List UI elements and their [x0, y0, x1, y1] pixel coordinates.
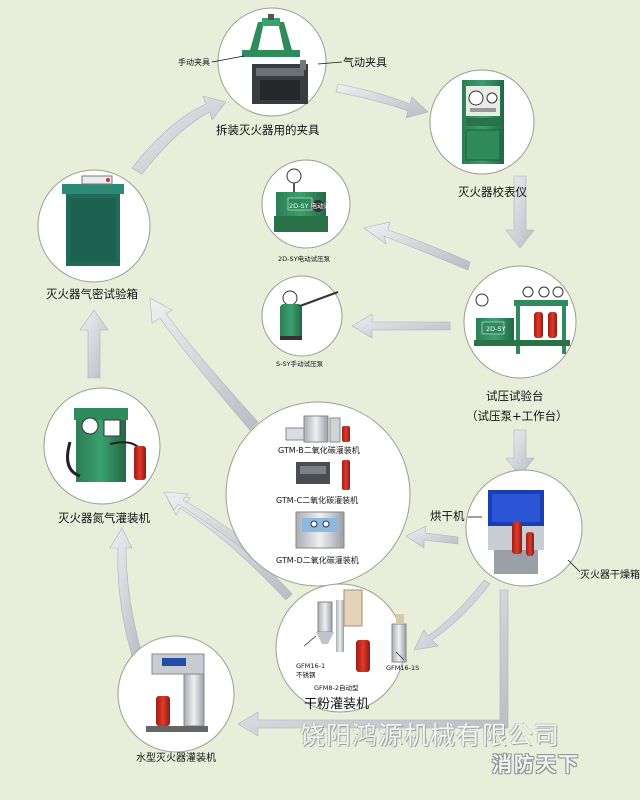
powder-filler-title: 干粉灌装机 — [304, 697, 370, 712]
manual-clamp-machine — [242, 14, 300, 57]
company-watermark: 饶阳鸿源机械有限公司 — [300, 721, 561, 750]
manual-pump-label: S-SY手动试压泵 — [276, 360, 324, 368]
node-pressure-bench — [463, 265, 577, 379]
node-co2-fillers — [225, 401, 411, 587]
arrow-co2-to-airtight — [149, 297, 259, 431]
powder-sub-bottom: GFM8-2自动型 — [314, 684, 359, 692]
arrow-water-to-nitrogen — [109, 527, 143, 657]
node-dryer — [465, 469, 583, 587]
node-electric-pump — [261, 159, 351, 249]
nitrogen-filler-title: 灭火器氮气灌装机 — [58, 511, 150, 525]
clamps-title: 拆装灭火器用的夹具 — [216, 123, 320, 137]
pressure-bench-plate: 2D-SY — [486, 325, 506, 333]
node-water-filler — [117, 635, 235, 753]
pneumatic-clamp-label: 气动夹具 — [343, 56, 387, 69]
arrow-nitrogen-to-airtight — [79, 309, 109, 379]
co2-filler-d-label: GTM-D二氧化碳灌装机 — [276, 556, 359, 565]
electric-pump-plate: 2D-SY 电动试压泵 — [289, 202, 344, 210]
pneumatic-clamp-machine — [252, 60, 308, 104]
flow-arrows — [79, 83, 535, 737]
airtight-box-title: 灭火器气密试验箱 — [46, 287, 138, 301]
node-airtight-box — [37, 169, 151, 283]
arrow-clamps-to-calibrator — [335, 83, 429, 119]
node-manual-pump — [261, 275, 343, 357]
node-powder-filler — [275, 583, 407, 713]
dryer-side-label: 烘干机 — [430, 509, 465, 523]
node-clamps — [211, 7, 343, 117]
arrow-dryer-to-co2 — [405, 525, 459, 549]
slogan-watermark: 消防天下 — [492, 752, 580, 776]
water-filler-title: 水型灭火器灌装机 — [136, 753, 216, 764]
dryer-title: 灭火器干燥箱 — [580, 570, 640, 581]
pressure-bench-title: 试压试验台 — [486, 389, 544, 403]
co2-filler-b-label: GTM-B二氧化碳灌装机 — [278, 446, 360, 455]
calibrator-title: 灭火器校表仪 — [458, 185, 527, 199]
powder-sub-right: GFM16-1S — [386, 664, 420, 672]
powder-sub-left-2: 不锈钢 — [296, 671, 316, 679]
electric-pump-label: 2D-SY电动试压泵 — [278, 255, 331, 263]
arrow-bench-to-dryer — [505, 429, 535, 477]
pressure-bench-subtitle: （试压泵+工作台） — [466, 409, 568, 423]
node-nitrogen-filler — [43, 387, 161, 505]
arrow-calibrator-down — [505, 175, 535, 249]
arrow-return-line — [237, 589, 509, 737]
arrow-bench-to-manual-pump — [351, 313, 451, 339]
powder-sub-left-1: GFM16-1 — [296, 662, 326, 670]
node-calibrator — [429, 69, 535, 175]
arrow-bench-to-electric-pump — [363, 221, 471, 271]
co2-filler-c-label: GTM-C二氧化碳灌装机 — [276, 496, 359, 505]
manual-clamp-label: 手动夹具 — [178, 58, 210, 67]
arrow-dryer-to-powder — [413, 579, 491, 651]
arrow-airtight-to-clamps — [131, 95, 227, 175]
